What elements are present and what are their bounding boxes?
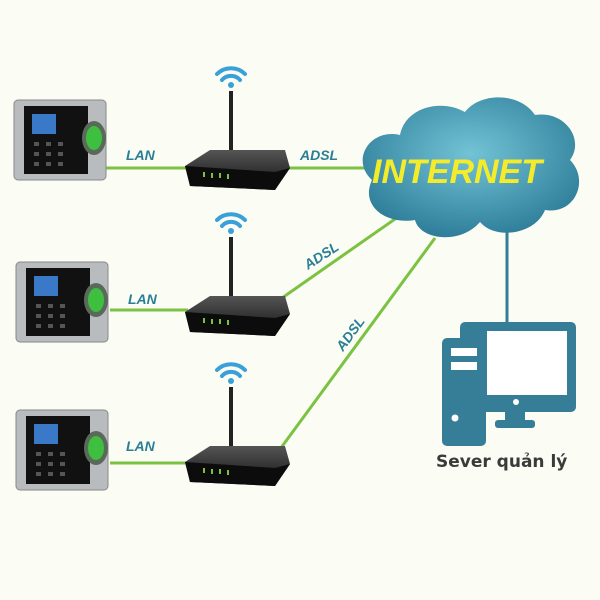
router-2 [183,212,292,338]
adsl-link-3 [273,237,437,457]
adsl-label-2: ADSL [300,238,342,273]
internet-label: INTERNET [372,153,545,191]
cloud-icon [362,97,580,238]
lan-label-3: LAN [126,438,156,454]
router-3 [183,362,292,488]
adsl-label-1: ADSL [299,147,338,163]
attendance-device-1 [13,99,107,181]
server-label: Sever quản lý [436,452,567,472]
attendance-device-3 [15,409,109,491]
internet-cloud: INTERNET [362,97,580,238]
lan-label-2: LAN [128,291,158,307]
router-1 [183,66,292,192]
attendance-device-2 [15,261,109,343]
adsl-link-2 [271,203,416,307]
server-computer-icon [442,322,576,446]
adsl-label-3: ADSL [332,314,368,355]
links [105,166,437,465]
lan-label-1: LAN [126,147,156,163]
